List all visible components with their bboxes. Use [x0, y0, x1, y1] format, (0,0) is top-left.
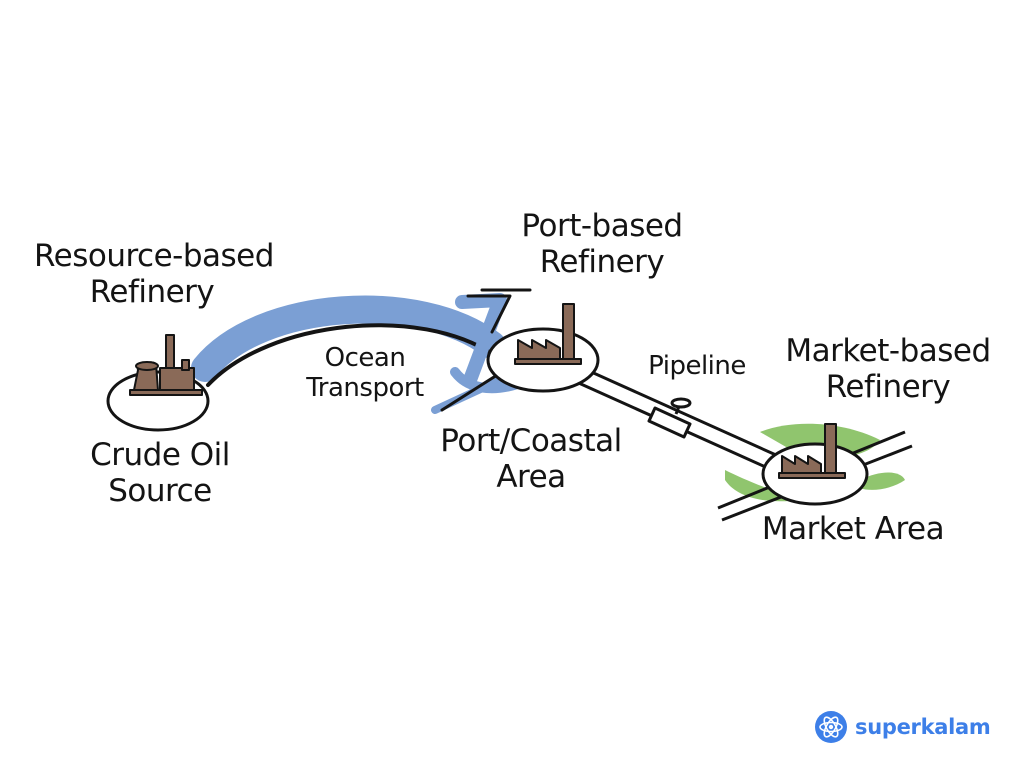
market-refinery-title-line2: Refinery — [825, 368, 951, 405]
atom-logo-icon — [815, 711, 847, 743]
ocean-transport-label: Ocean Transport — [290, 343, 440, 404]
port-coastal-area-line2: Area — [496, 458, 566, 495]
brand-name: superkalam — [855, 715, 991, 739]
resource-refinery-title-line1: Resource-based — [34, 238, 274, 274]
ocean-route-band — [191, 295, 506, 382]
crude-oil-source-line1: Crude Oil — [90, 437, 230, 473]
resource-refinery-title: Resource-based Refinery — [34, 238, 274, 310]
brand-logo: superkalam — [814, 709, 991, 745]
pipeline-valve-wheel — [670, 397, 692, 409]
market-refinery-icon — [778, 423, 846, 479]
port-refinery-title-line1: Port-based — [521, 208, 683, 244]
market-refinery-title: Market-based Refinery — [778, 333, 998, 405]
crude-oil-source-label: Crude Oil Source — [80, 437, 240, 509]
ocean-route-line — [206, 323, 496, 387]
market-refinery-title-line1: Market-based — [785, 333, 991, 369]
crude-oil-source-line2: Source — [108, 472, 212, 509]
grass-patch-2 — [725, 470, 800, 502]
ocean-transport-line1: Ocean — [324, 343, 406, 373]
pipeline-valve-body — [647, 406, 692, 439]
coastline-1 — [466, 294, 512, 334]
port-coastal-area-label: Port/Coastal Area — [436, 423, 626, 495]
port-refinery-title: Port-based Refinery — [515, 208, 689, 280]
port-refinery-icon — [514, 303, 582, 365]
market-area-label: Market Area — [761, 511, 945, 547]
port-refinery-title-line2: Refinery — [539, 243, 665, 280]
pipeline-label: Pipeline — [648, 351, 746, 381]
coast-water-1 — [455, 293, 507, 387]
ocean-route — [191, 295, 506, 387]
ocean-transport-line2: Transport — [306, 372, 424, 403]
grass-patch-3 — [860, 472, 905, 490]
pipeline — [571, 364, 777, 471]
resource-refinery-icon — [129, 334, 203, 396]
port-coastal-area-line1: Port/Coastal — [440, 423, 622, 459]
resource-refinery-title-line2: Refinery — [89, 273, 215, 310]
